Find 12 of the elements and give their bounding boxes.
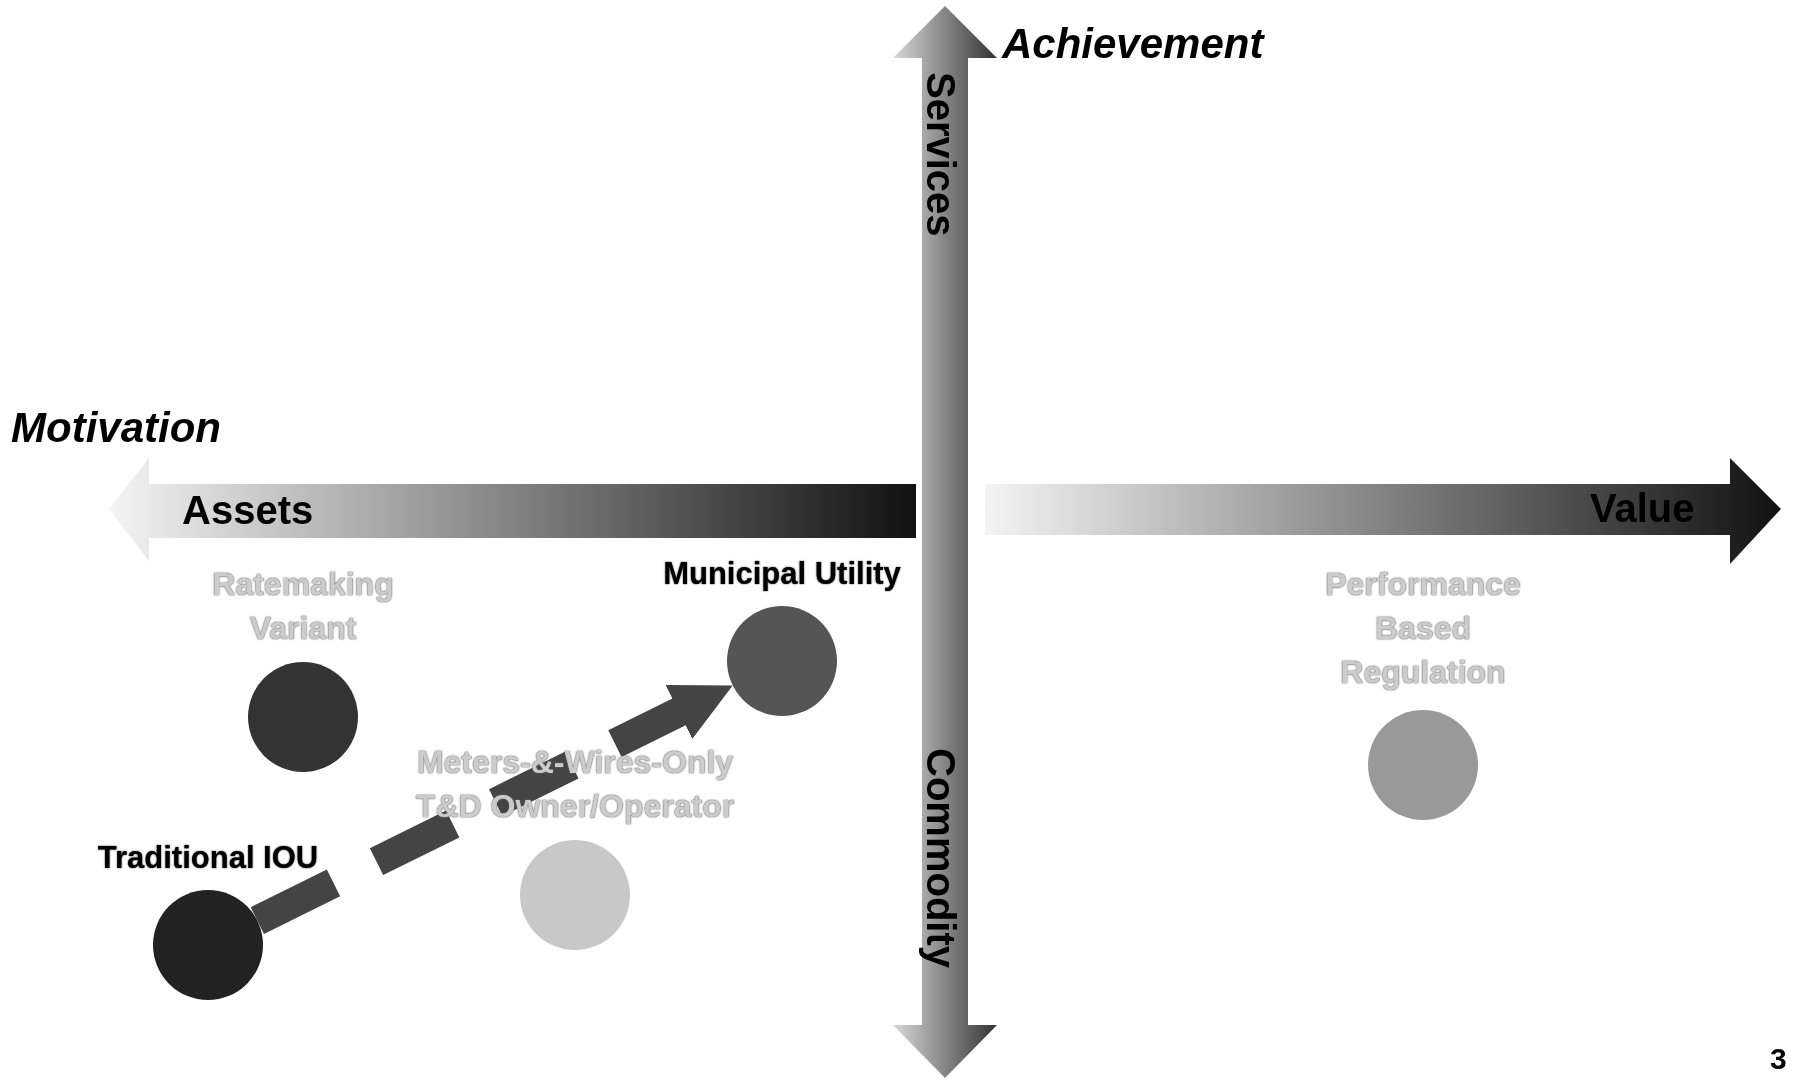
node-label: Performance Based Regulation	[1324, 565, 1522, 692]
axis-label: Services	[918, 72, 963, 237]
striped-arrow	[250, 685, 733, 935]
axis-label: Commodity	[918, 748, 963, 968]
node-label: Municipal Utility	[663, 555, 901, 593]
axis-title: Motivation	[11, 404, 221, 452]
axis-label: Assets	[182, 488, 314, 533]
node-label: Traditional IOU	[97, 839, 319, 877]
node-label: Ratemaking Variant	[211, 565, 395, 648]
axis-label: Value	[1590, 486, 1695, 531]
axis-title: Achievement	[1002, 20, 1264, 68]
page-number: 3	[1770, 1042, 1787, 1076]
